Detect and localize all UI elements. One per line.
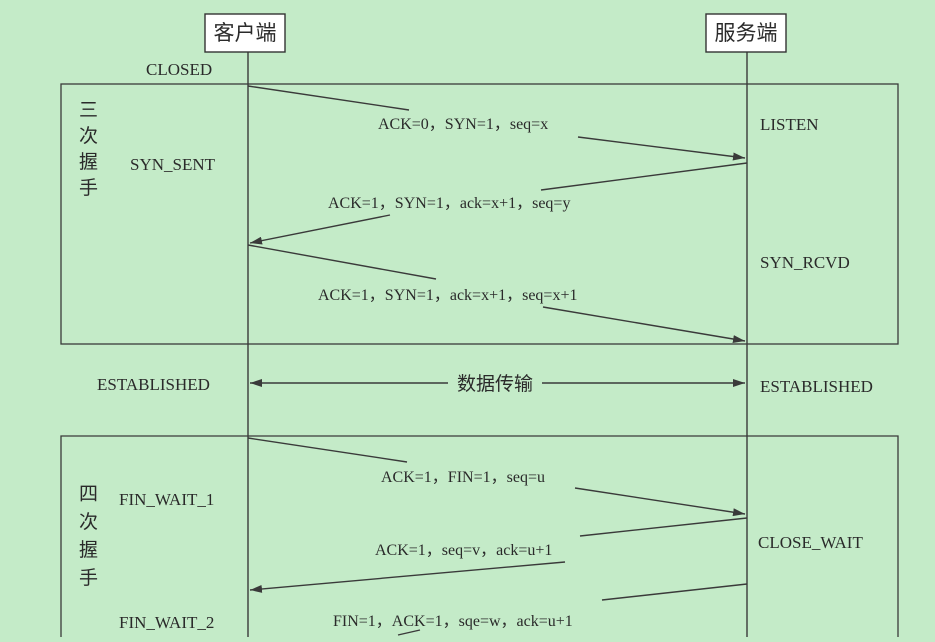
server-header-label: 服务端 xyxy=(715,21,778,45)
ack-message-label: ACK=1，SYN=1，ack=x+1，seq=x+1 xyxy=(318,287,577,304)
ack-arrow-segment-1 xyxy=(247,244,437,280)
server-fin-arrow-segment-2 xyxy=(397,629,421,636)
teardown-title-char-4: 手 xyxy=(79,567,98,589)
client-state-fin-wait-2: FIN_WAIT_2 xyxy=(119,613,214,632)
server-fin-message-label: FIN=1，ACK=1，sqe=w，ack=u+1 xyxy=(333,613,573,630)
syn-arrow-segment-2 xyxy=(577,136,746,161)
handshake-frame xyxy=(60,83,899,345)
handshake-title-char-4: 手 xyxy=(79,177,98,199)
handshake-title: 三 次 握 手 xyxy=(79,100,98,199)
fin-arrow-segment-1 xyxy=(247,437,408,463)
teardown-frame xyxy=(60,435,899,637)
handshake-title-char-2: 次 xyxy=(79,125,98,147)
server-header-box xyxy=(705,13,787,53)
transfer-label: 数据传输 xyxy=(457,373,533,395)
syn-ack-arrow-segment-1 xyxy=(540,162,748,191)
fin-arrow-segment-2 xyxy=(574,487,746,517)
teardown-title-char-1: 四 xyxy=(79,484,98,505)
handshake-title-char-3: 握 xyxy=(79,151,98,173)
close-ack-arrow-segment-1 xyxy=(579,517,748,537)
server-state-established: ESTABLISHED xyxy=(760,377,873,396)
client-initial-state: CLOSED xyxy=(146,60,212,79)
server-state-close-wait: CLOSE_WAIT xyxy=(758,533,863,552)
syn-ack-arrow-segment-2 xyxy=(249,214,391,245)
server-fin-arrow-segment-1 xyxy=(601,583,748,601)
server-state-listen: LISTEN xyxy=(760,115,819,134)
client-state-fin-wait-1: FIN_WAIT_1 xyxy=(119,490,214,509)
syn-message-label: ACK=0，SYN=1，seq=x xyxy=(378,116,548,133)
close-ack-arrow-segment-2 xyxy=(249,561,566,593)
teardown-title-char-2: 次 xyxy=(79,511,98,533)
close-ack-message-label: ACK=1，seq=v，ack=u+1 xyxy=(375,542,552,559)
teardown-title: 四 次 握 手 xyxy=(79,484,98,589)
ack-arrow-segment-2 xyxy=(542,306,746,343)
client-state-syn-sent: SYN_SENT xyxy=(130,155,216,174)
client-header-box xyxy=(204,13,286,53)
syn-arrow-segment-1 xyxy=(247,85,410,111)
teardown-title-char-3: 握 xyxy=(79,539,98,561)
client-state-established: ESTABLISHED xyxy=(97,375,210,394)
syn-ack-message-label: ACK=1，SYN=1，ack=x+1，seq=y xyxy=(328,195,570,212)
fin-message-label: ACK=1，FIN=1，seq=u xyxy=(381,469,545,486)
handshake-title-char-1: 三 xyxy=(79,100,98,121)
server-state-syn-rcvd: SYN_RCVD xyxy=(760,253,850,272)
client-header-label: 客户端 xyxy=(214,21,277,45)
